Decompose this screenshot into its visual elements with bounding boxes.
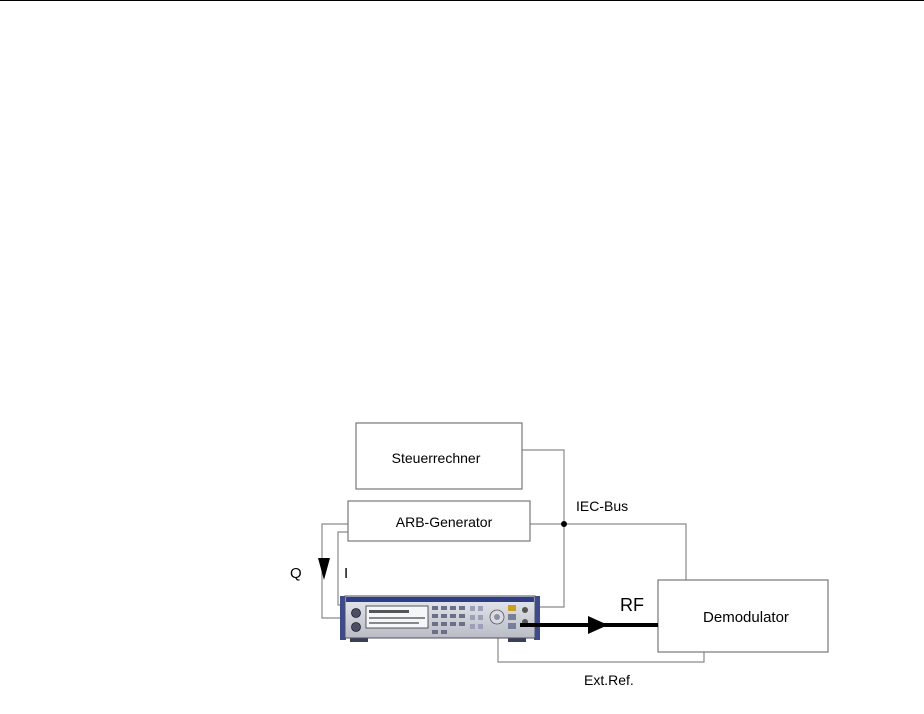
top-rule xyxy=(0,0,924,1)
rf-label: RF xyxy=(620,595,644,615)
ext-ref-label: Ext.Ref. xyxy=(584,672,634,688)
iec-bus-line-arb-demod xyxy=(530,523,687,580)
iec-bus-line-controller xyxy=(522,449,565,608)
demodulator-block xyxy=(657,579,829,653)
i-label: I xyxy=(344,565,348,582)
demodulator-label: Demodulator xyxy=(703,609,789,626)
iq-arrow-icon xyxy=(318,558,330,580)
signal-generator-instrument xyxy=(340,595,540,642)
rf-arrow-icon xyxy=(588,616,608,634)
arb-generator-label: ARB-Generator xyxy=(396,514,493,530)
controller-block xyxy=(355,422,523,490)
iec-bus-label: IEC-Bus xyxy=(576,498,628,514)
q-label: Q xyxy=(290,565,302,582)
arb-generator-block xyxy=(347,500,531,542)
controller-label: Steuerrechner xyxy=(392,450,481,466)
ext-ref-line xyxy=(497,638,705,663)
bus-junction xyxy=(561,521,567,527)
